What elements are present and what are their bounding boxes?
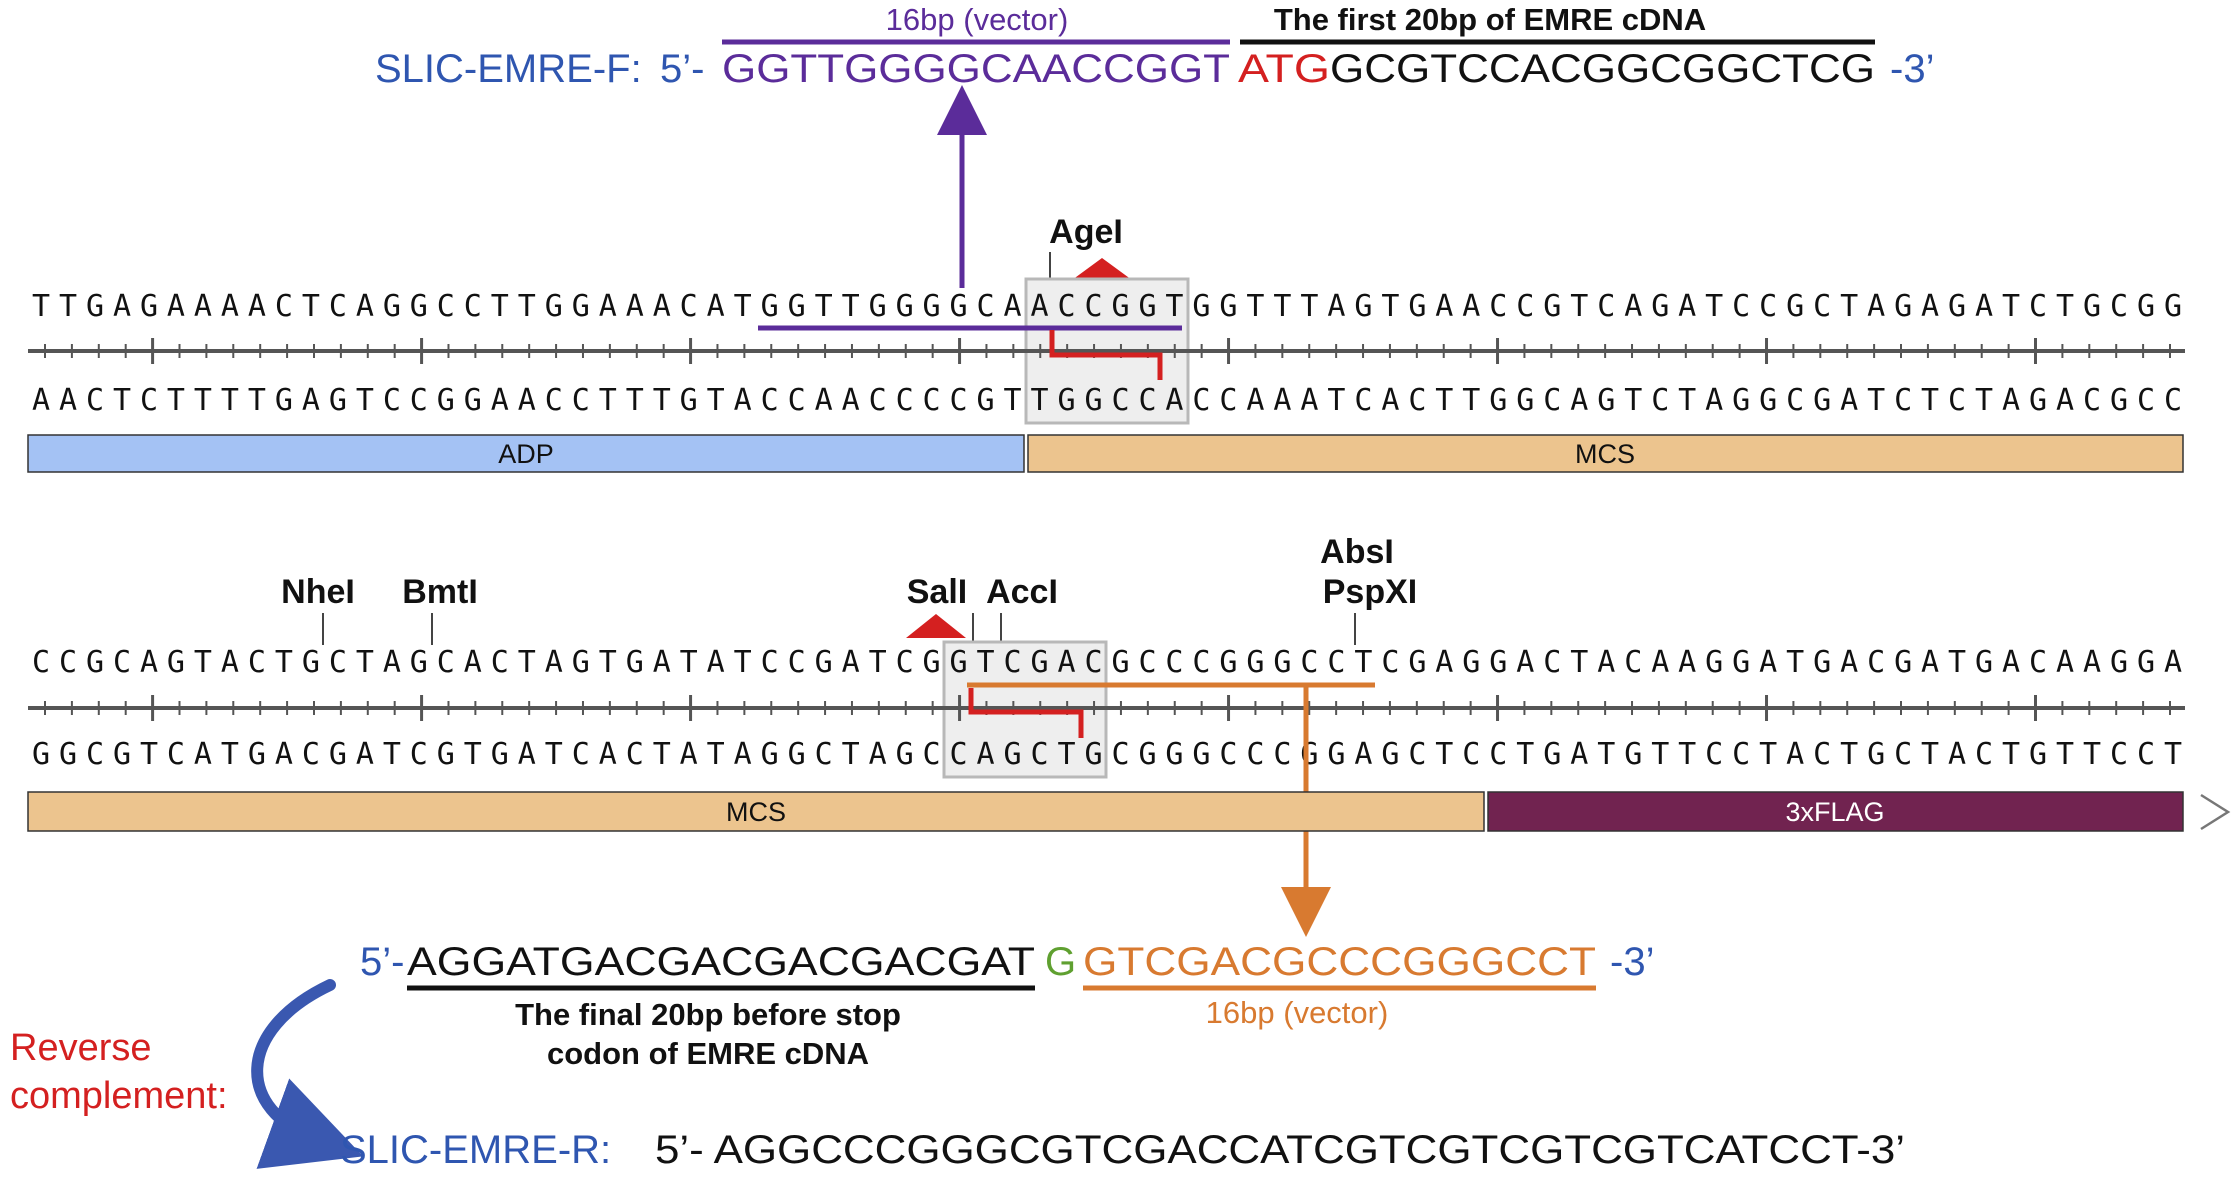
forward-five-prime: 5’- [660,47,704,91]
enzyme-absi: AbsI [1320,533,1394,571]
feature-mcs-label-1: MCS [1575,439,1635,469]
svg-text:SLIC-EMRE-F:: SLIC-EMRE-F: [375,47,642,91]
forward-vector-sequence: GGTTGGGGCAACCGGT [722,47,1230,91]
feature-3xflag-label: 3xFLAG [1785,797,1884,827]
enzyme-acci: AccI [986,573,1058,611]
reverse-primer-name: SLIC-EMRE-R: [340,1128,611,1172]
reverse-cdna-annotation-2: codon of EMRE cDNA [547,1036,869,1071]
agei-cut-line [1049,330,1163,380]
reverse-cdna-sequence: AGGATGACGACGACGACGAT [407,940,1035,984]
enzyme-pspxi: PspXI [1323,573,1417,611]
agei-cut-marker [1072,258,1132,280]
feature-adp-bar [27,434,1025,473]
reverse-three-prime: -3’ [1610,940,1654,984]
forward-primer: 16bp (vector) The first 20bp of EMRE cDN… [375,2,1934,288]
enzyme-bmti: BmtI [402,573,478,611]
ruler-1-ticks [44,338,2171,364]
feature-mcs-bar-2 [27,791,1485,832]
sequence-map-1: AgeI TTGAGAAAACTCAGGCCTTGGAAACATGGTTGGGG… [27,213,2185,473]
feature-mcs-bar-1 [1027,434,2184,473]
reverse-g-base: G [1045,940,1076,984]
forward-cdna-annotation: The first 20bp of EMRE cDNA [1274,2,1706,37]
reverse-primer-sequence: 5’- AGGCCCGGGCGTCGACCATCGTCGTCGTCGTCATCC… [655,1128,1905,1172]
continuation-chevron-icon [2200,793,2231,831]
sali-cut-marker [906,614,966,638]
enzyme-sali: SalI [907,573,967,611]
forward-start-codon: ATG [1238,47,1330,91]
reverse-primer-design: 5’- AGGATGACGACGACGACGAT G GTCGACGCCCGGG… [10,940,1905,1172]
enzyme-nhei: NheI [281,573,355,611]
ruler-2-ticks [44,695,2171,721]
feature-3xflag-bar [1487,791,2184,832]
enzyme-agei: AgeI [1049,213,1123,251]
reverse-vector-annotation: 16bp (vector) [1206,995,1389,1030]
sequence-map-2: NheI BmtI SalI AccI AbsI PspXI CCGCAGTAC… [27,533,2231,937]
rc-label-line1: Reverse [10,1027,152,1069]
forward-vector-annotation: 16bp (vector) [886,2,1069,37]
rc-label-line2: complement: [10,1075,228,1117]
reverse-vector-sequence: GTCGACGCCCGGGCCT [1083,940,1596,984]
forward-primer-name: SLIC-EMRE-F: [375,47,642,91]
forward-three-prime: -3’ [1890,47,1934,91]
sali-cut-line [968,688,1084,738]
reverse-complement-arrow [251,979,364,1169]
feature-mcs-label-2: MCS [726,797,786,827]
forward-cdna-sequence: GCGTCCACGGCGGCTCG [1330,47,1875,91]
feature-adp-label: ADP [498,439,554,469]
reverse-cdna-annotation-1: The final 20bp before stop [515,997,901,1032]
reverse-five-prime: 5’- [360,940,404,984]
